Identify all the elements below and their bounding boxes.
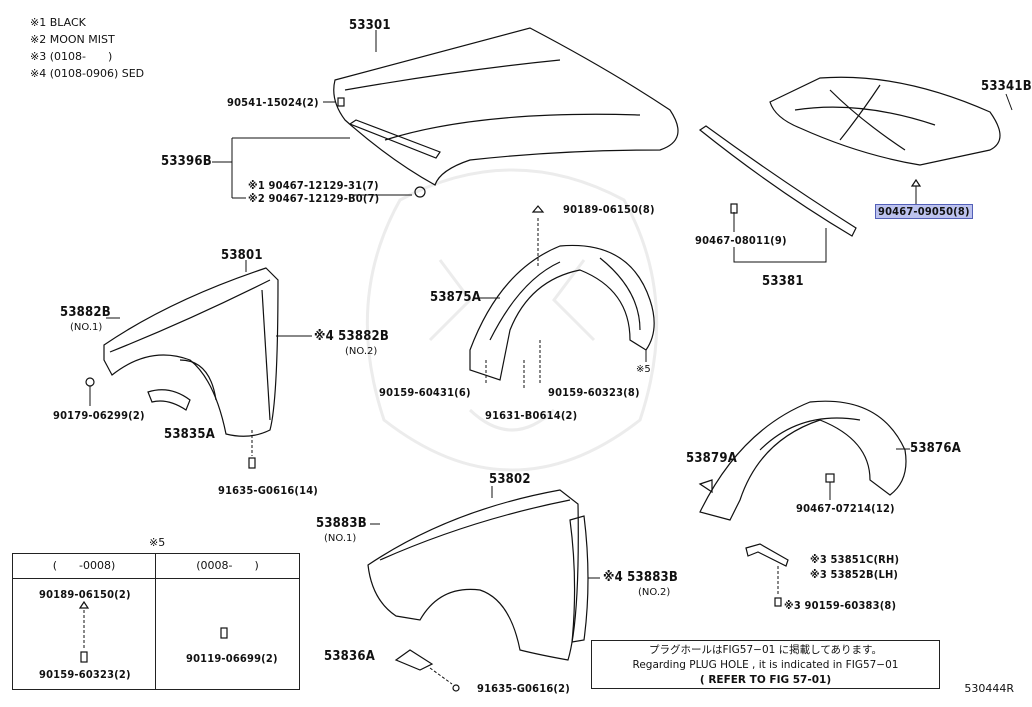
part-label-53882B-no2[interactable]: ※4 53882B bbox=[314, 329, 389, 344]
clip-icon bbox=[698, 479, 713, 494]
watermark-emblem bbox=[365, 168, 659, 472]
part-sublabel: (NO.1) bbox=[324, 533, 357, 544]
fender-brace-bracket bbox=[745, 543, 789, 567]
part-label-53883B-no2[interactable]: ※4 53883B bbox=[603, 570, 678, 585]
plug-hole-note: プラグホールはFIG57−01 に掲載してあります。 Regarding PLU… bbox=[591, 640, 940, 689]
part-label-53879A[interactable]: 53879A bbox=[686, 451, 737, 466]
legend-item: ※3 (0108- ) bbox=[30, 50, 113, 63]
part-sublabel: (NO.2) bbox=[638, 587, 671, 598]
front-fender-liner bbox=[469, 244, 655, 381]
part-label-90119-06699-table[interactable]: 90119-06699(2) bbox=[186, 652, 278, 665]
table-column-header: (0008- ) bbox=[156, 554, 299, 579]
clip-icon bbox=[531, 205, 545, 213]
table-column-header: ( -0008) bbox=[13, 554, 155, 579]
front-fender-upper bbox=[103, 267, 279, 437]
rear-fender-liner bbox=[699, 400, 907, 521]
part-label-91635-14[interactable]: 91635-G0616(14) bbox=[218, 484, 319, 497]
bolt-icon bbox=[248, 457, 256, 469]
part-label-53883B-no1[interactable]: 53883B bbox=[316, 516, 367, 531]
note-line-ja: プラグホールはFIG57−01 に掲載してあります。 bbox=[649, 644, 882, 656]
part-label-90189-06150-table[interactable]: 90189-06150(2) bbox=[39, 588, 131, 601]
hood-panel bbox=[333, 27, 679, 186]
part-label-90467-08011[interactable]: 90467-08011(9) bbox=[695, 234, 787, 247]
variant-legend: ※1 BLACK ※2 MOON MIST ※3 (0108- ) ※4 (01… bbox=[30, 14, 144, 82]
fender-side-panel bbox=[569, 515, 589, 643]
table-fastener-icons bbox=[78, 600, 228, 663]
part-label-53341B[interactable]: 53341B bbox=[981, 79, 1032, 94]
hood-insulator bbox=[769, 76, 1001, 166]
part-label-90541[interactable]: 90541-15024(2) bbox=[227, 96, 319, 109]
cowl-seal bbox=[698, 125, 857, 237]
part-label-90467-12129-B0[interactable]: ※2 90467-12129-B0(7) bbox=[248, 192, 380, 205]
clip-icon bbox=[910, 178, 922, 187]
legend-item: ※4 (0108-0906) SED bbox=[30, 67, 145, 80]
clip-icon bbox=[85, 377, 95, 387]
hood-bumper-icon bbox=[337, 97, 345, 107]
fender-bracket bbox=[147, 389, 191, 411]
legend-item: ※1 BLACK bbox=[30, 16, 86, 29]
table-column: ( -0008) 90189-06150(2) 90159-60323(2) bbox=[13, 554, 156, 689]
part-label-90467-07214[interactable]: 90467-07214(12) bbox=[796, 502, 895, 515]
part-label-53876A[interactable]: 53876A bbox=[910, 441, 961, 456]
fastener-icon bbox=[825, 473, 835, 483]
part-label-90179[interactable]: 90179-06299(2) bbox=[53, 409, 145, 422]
front-fender-lower bbox=[367, 489, 579, 661]
part-label-53875A[interactable]: 53875A bbox=[430, 290, 481, 305]
note-reference-link[interactable]: ( REFER TO FIG 57-01) bbox=[699, 674, 832, 686]
bolt-icon bbox=[452, 684, 460, 692]
part-label-91631[interactable]: 91631-B0614(2) bbox=[485, 409, 578, 422]
part-label-53836A[interactable]: 53836A bbox=[324, 649, 375, 664]
part-label-90159-60431[interactable]: 90159-60431(6) bbox=[379, 386, 471, 399]
clip-icon bbox=[414, 186, 426, 198]
part-label-53802[interactable]: 53802 bbox=[489, 472, 531, 487]
part-label-90159-60323[interactable]: 90159-60323(8) bbox=[548, 386, 640, 399]
part-note-mark: ※5 bbox=[636, 364, 651, 375]
variant-table: ( -0008) 90189-06150(2) 90159-60323(2) (… bbox=[12, 553, 300, 690]
part-label-53381[interactable]: 53381 bbox=[762, 274, 804, 289]
part-label-53851C[interactable]: ※3 53851C(RH) bbox=[810, 553, 900, 566]
part-label-53835A[interactable]: 53835A bbox=[164, 427, 215, 442]
part-sublabel: (NO.1) bbox=[70, 322, 103, 333]
part-label-90159-60323-table[interactable]: 90159-60323(2) bbox=[39, 668, 131, 681]
part-label-53396B[interactable]: 53396B bbox=[161, 154, 212, 169]
table-column: (0008- ) 90119-06699(2) bbox=[156, 554, 299, 689]
part-label-90467-12129-31[interactable]: ※1 90467-12129-31(7) bbox=[248, 179, 379, 192]
legend-item: ※2 MOON MIST bbox=[30, 33, 115, 46]
part-label-53301[interactable]: 53301 bbox=[349, 18, 391, 33]
part-label-90467-09050-highlighted[interactable]: 90467-09050(8) bbox=[875, 204, 973, 219]
part-label-90159-60383[interactable]: ※3 90159-60383(8) bbox=[784, 599, 897, 612]
hood-seal-strip bbox=[348, 119, 441, 159]
part-sublabel: (NO.2) bbox=[345, 346, 378, 357]
note-line-en: Regarding PLUG HOLE , it is indicated in… bbox=[632, 659, 899, 671]
part-label-53852B[interactable]: ※3 53852B(LH) bbox=[810, 568, 899, 581]
diagram-code: 530444R bbox=[964, 682, 1014, 695]
part-label-90189-06150[interactable]: 90189-06150(8) bbox=[563, 203, 655, 216]
bolt-icon bbox=[774, 597, 782, 607]
part-label-53882B-no1[interactable]: 53882B bbox=[60, 305, 111, 320]
clip-icon bbox=[730, 203, 738, 214]
part-label-91635-2[interactable]: 91635-G0616(2) bbox=[477, 682, 570, 695]
part-label-53801[interactable]: 53801 bbox=[221, 248, 263, 263]
table-title: ※5 bbox=[149, 536, 166, 549]
fender-bracket bbox=[394, 649, 434, 671]
